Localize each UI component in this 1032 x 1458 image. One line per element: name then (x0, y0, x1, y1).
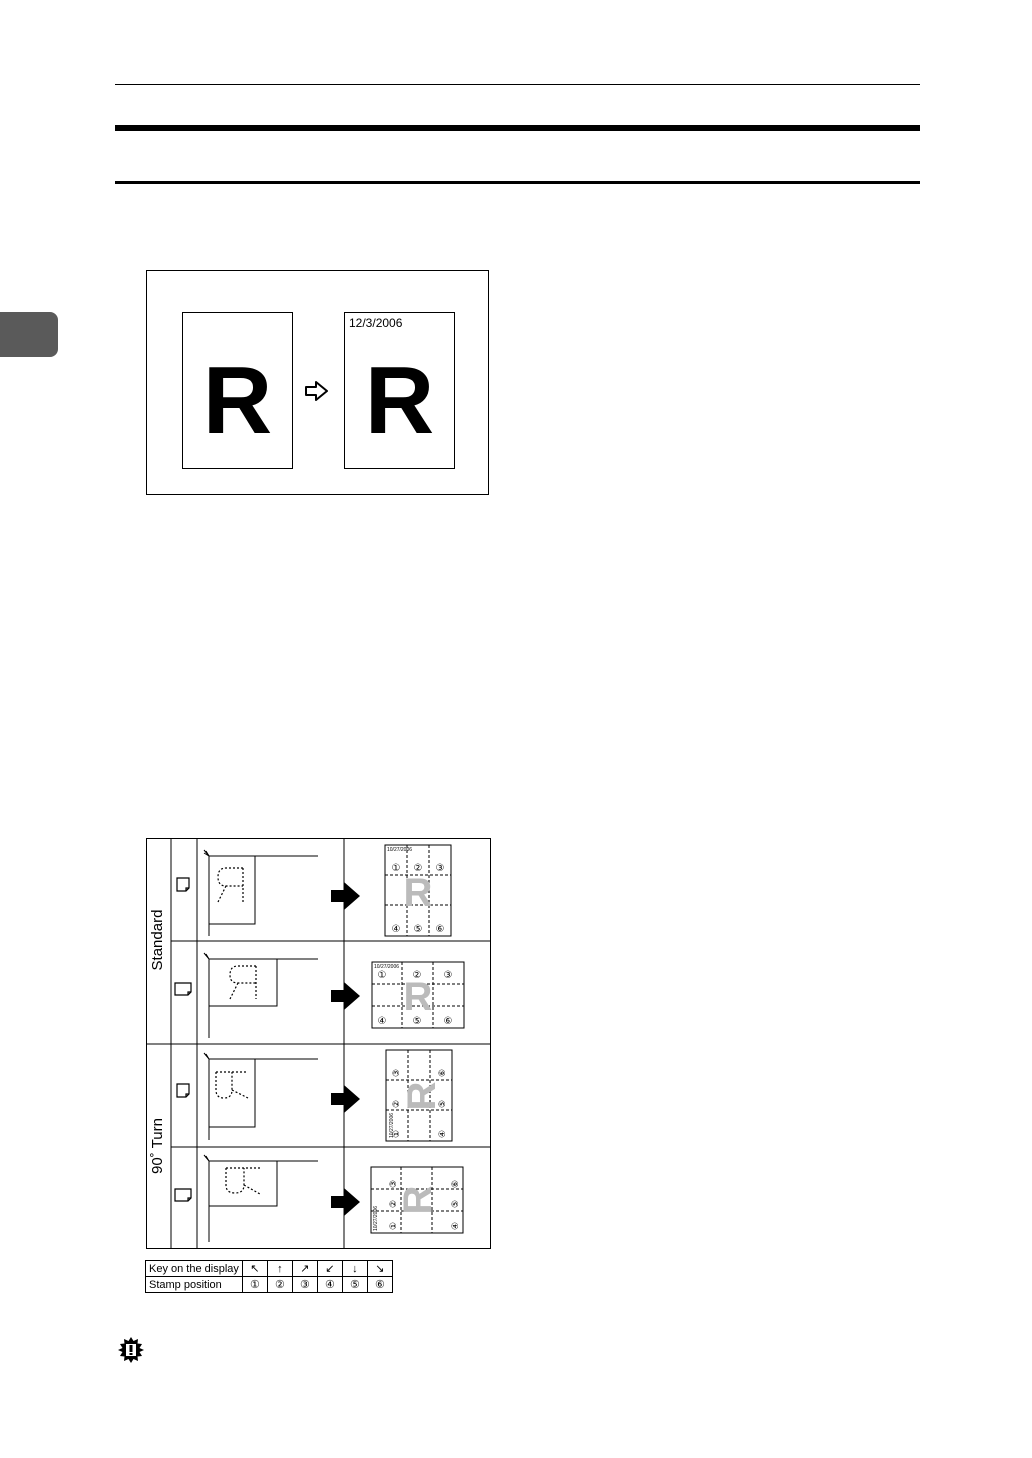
outline-arrow-icon (304, 380, 330, 402)
header-rule-thin (115, 84, 920, 85)
stamped-page: 12/3/2006 R (344, 312, 455, 469)
portrait-orientation-icon (177, 878, 189, 891)
arrow-up-left-icon: ↖ (242, 1261, 267, 1277)
svg-text:②: ② (414, 863, 423, 874)
position-cell: ⑤ (342, 1277, 367, 1293)
table-row-label: Stamp position (146, 1277, 243, 1293)
svg-text:①: ① (378, 970, 387, 981)
svg-text:③: ③ (444, 970, 453, 981)
svg-text:①: ① (392, 863, 401, 874)
svg-text:②: ② (413, 970, 422, 981)
svg-text:⑤: ⑤ (438, 1100, 448, 1108)
arrow-down-icon: ↓ (342, 1261, 367, 1277)
stamp-date: 12/3/2006 (349, 316, 402, 330)
table-row-label: Key on the display (146, 1261, 243, 1277)
svg-text:⑤: ⑤ (414, 924, 423, 935)
group-label-standard: Standard (146, 888, 170, 992)
portrait-orientation-icon (177, 1084, 189, 1097)
svg-text:⑥: ⑥ (451, 1180, 461, 1188)
svg-text:①: ① (389, 1222, 399, 1230)
small-date-1: 10/27/2006 (387, 847, 412, 853)
svg-text:③: ③ (392, 1069, 402, 1077)
svg-text:⑥: ⑥ (444, 1016, 453, 1027)
original-page: R (182, 312, 293, 469)
svg-text:④: ④ (438, 1130, 448, 1138)
arrow-up-icon: ↑ (267, 1261, 292, 1277)
small-date-3: 10/27/2006 (389, 1113, 395, 1138)
position-cell: ② (267, 1277, 292, 1293)
original-letter: R (183, 353, 292, 449)
svg-text:④: ④ (451, 1222, 461, 1230)
svg-text:⑥: ⑥ (438, 1069, 448, 1077)
arrow-down-right-icon: ↘ (367, 1261, 392, 1277)
svg-text:⑤: ⑤ (413, 1016, 422, 1027)
arrow-up-right-icon: ↗ (292, 1261, 317, 1277)
svg-text:R: R (404, 871, 433, 915)
date-stamp-figure: R 12/3/2006 R (146, 270, 489, 495)
arrow-down-left-icon: ↙ (317, 1261, 342, 1277)
svg-text:④: ④ (378, 1016, 387, 1027)
key-position-table: Key on the display ↖ ↑ ↗ ↙ ↓ ↘ Stamp pos… (145, 1260, 393, 1293)
svg-text:④: ④ (392, 924, 401, 935)
title-rule-thick (115, 125, 920, 131)
svg-text:②: ② (389, 1200, 399, 1208)
group-label-90-turn: 90˚ Turn (146, 1094, 170, 1198)
svg-text:②: ② (392, 1100, 402, 1108)
small-date-4: 10/27/2006 (373, 1206, 379, 1231)
svg-text:R: R (404, 975, 433, 1019)
stamped-letter: R (345, 353, 454, 449)
position-cell: ① (242, 1277, 267, 1293)
svg-text:③: ③ (389, 1180, 399, 1188)
landscape-orientation-icon (175, 1189, 191, 1201)
svg-text:R: R (396, 1185, 440, 1214)
important-icon (118, 1337, 144, 1363)
position-cell: ④ (317, 1277, 342, 1293)
svg-text:⑤: ⑤ (451, 1200, 461, 1208)
chapter-tab (0, 312, 58, 357)
small-date-2: 10/27/2006 (374, 964, 399, 970)
svg-text:③: ③ (436, 863, 445, 874)
table-row: Stamp position ① ② ③ ④ ⑤ ⑥ (146, 1277, 393, 1293)
black-arrow-icon (331, 882, 360, 1216)
svg-text:⑥: ⑥ (436, 924, 445, 935)
title-rule-bottom (115, 181, 920, 184)
table-row: Key on the display ↖ ↑ ↗ ↙ ↓ ↘ (146, 1261, 393, 1277)
position-cell: ⑥ (367, 1277, 392, 1293)
position-cell: ③ (292, 1277, 317, 1293)
landscape-orientation-icon (175, 983, 191, 995)
